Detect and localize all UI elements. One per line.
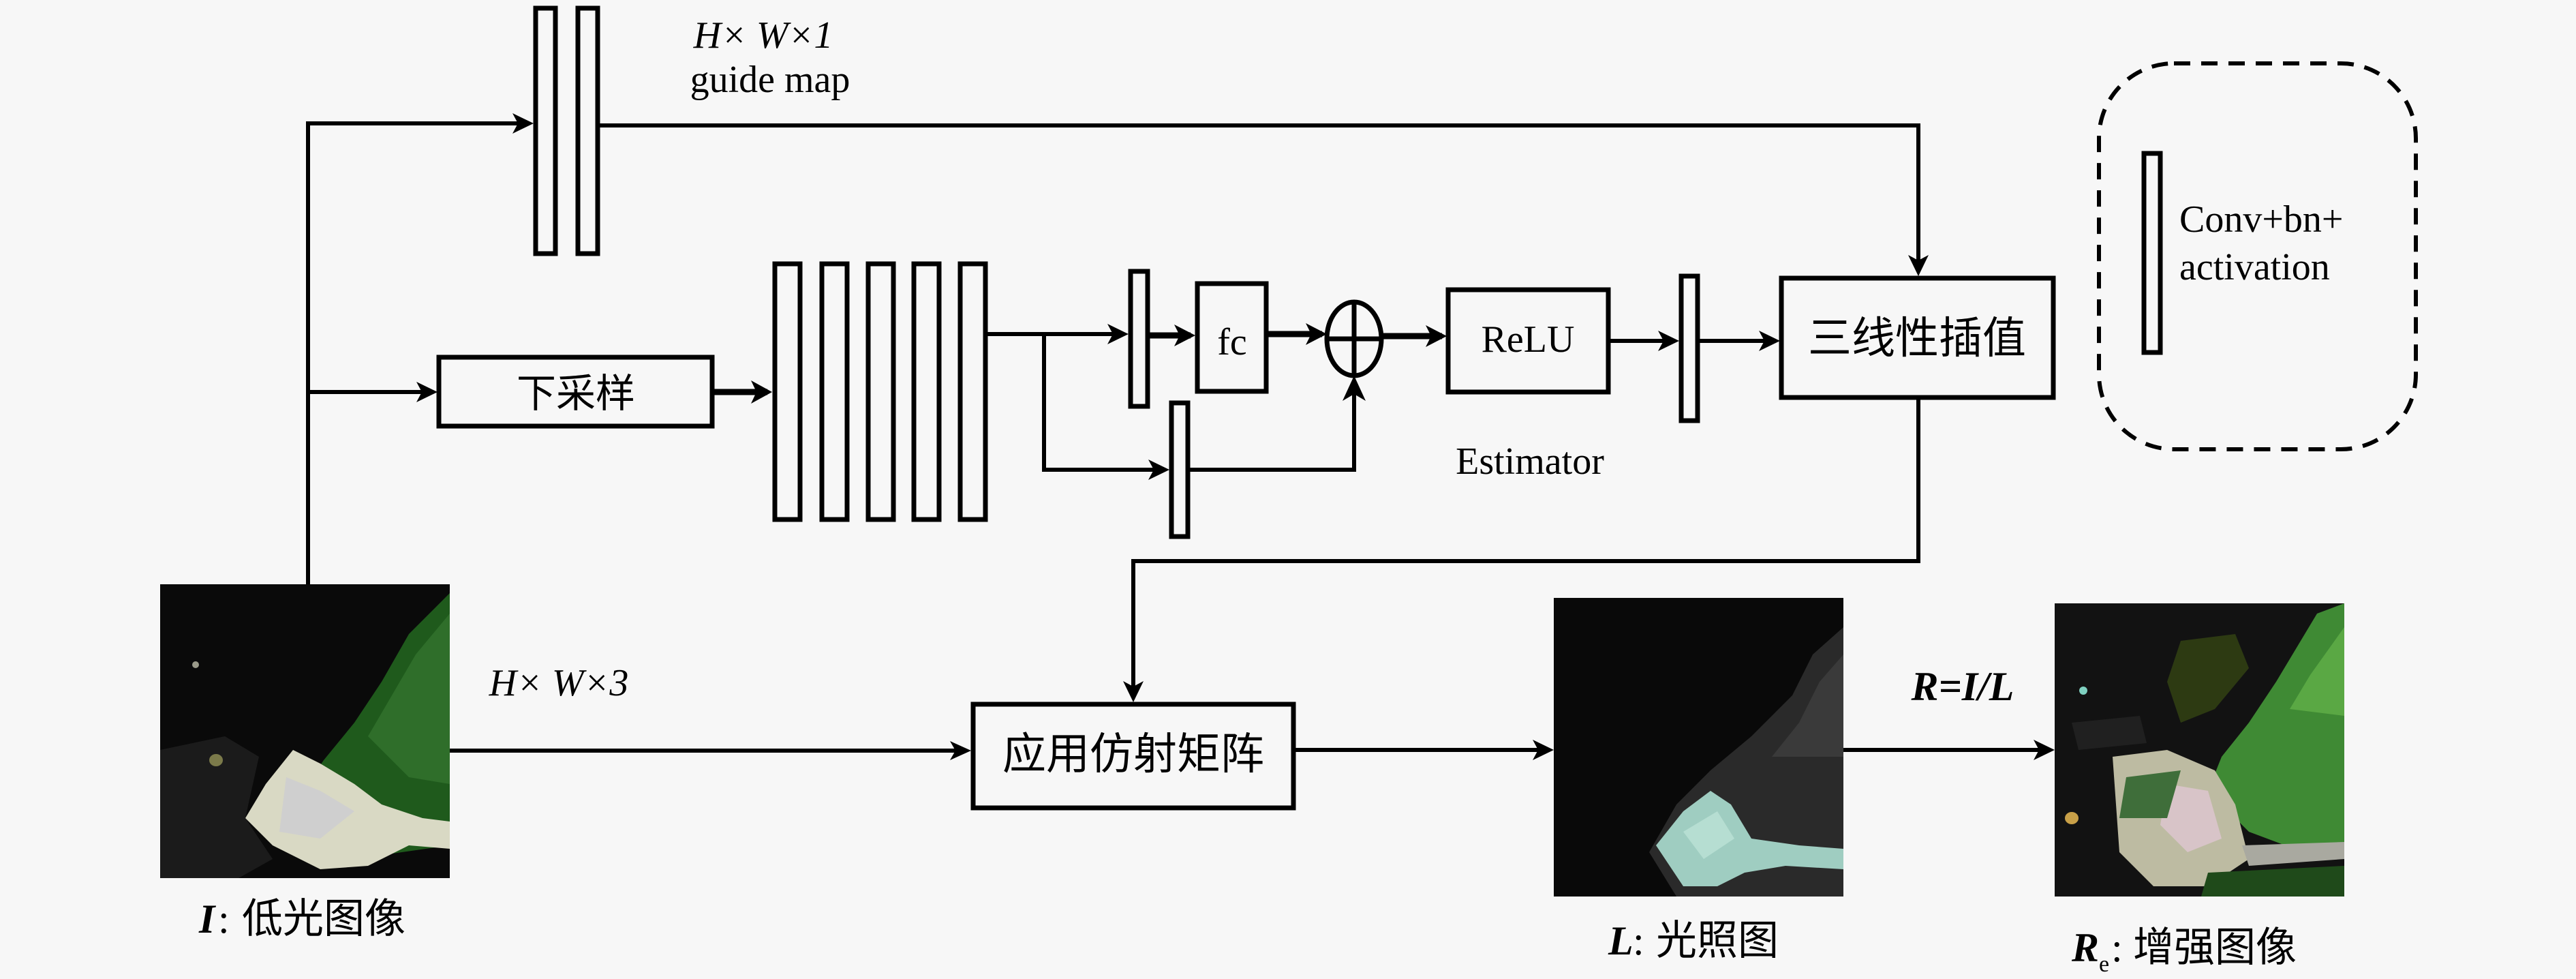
arrowhead-icon: [416, 382, 438, 402]
input-image: [160, 584, 450, 878]
downsample-label: 下采样: [517, 370, 635, 417]
guide-map-label: guide map: [690, 59, 850, 101]
enhanced-image-caption: R e : 增强图像: [2071, 924, 2297, 977]
illumination-image: [1554, 598, 1843, 897]
estimator-output-conv: [1678, 273, 1700, 423]
arrowhead-icon: [1123, 681, 1144, 702]
conv-block: [772, 261, 803, 522]
fc-label: fc: [1217, 321, 1247, 363]
arrowhead-icon: [1908, 255, 1929, 276]
caption-colon: :: [218, 897, 230, 942]
apply-affine-block: 应用仿射矩阵: [970, 702, 1296, 811]
caption-colon: :: [1633, 918, 1644, 963]
legend-dashed-border: [2097, 61, 2418, 451]
conv-block: [957, 261, 988, 522]
local-path-conv: [1128, 269, 1150, 409]
legend-line2: activation: [2179, 246, 2330, 288]
legend-conv-block-icon: [2141, 151, 2163, 355]
conv-block: [911, 261, 942, 522]
trilinear-label: 三线性插值: [1808, 314, 2026, 364]
illumination-caption: 光照图: [1656, 917, 1779, 965]
input-image-caption: I : 低光图像: [198, 895, 405, 943]
enhanced-caption: 增强图像: [2133, 924, 2297, 972]
enhanced-image: [2055, 603, 2344, 897]
guide-to-trilinear-line: [600, 123, 1920, 271]
arrowhead-icon: [1343, 376, 1366, 401]
global-to-sum-line: [1188, 380, 1356, 472]
conv-block: [575, 5, 600, 256]
arrowhead-icon: [2034, 740, 2055, 760]
arrowhead-icon: [1306, 323, 1327, 345]
guide-dims-label: H× W×1: [693, 14, 833, 57]
guide-map-conv-stack: [533, 5, 600, 256]
arrowhead-icon: [1107, 324, 1129, 344]
arrowhead-icon: [751, 380, 772, 404]
input-dims-label: H× W×3: [489, 662, 629, 704]
arrowhead-icon: [1759, 331, 1780, 351]
trilinear-to-affine-line: [1131, 399, 1920, 697]
conv-block: [533, 5, 558, 256]
conv-block: [819, 261, 850, 522]
input-caption: 低光图像: [242, 895, 405, 943]
enhanced-symbol: R: [2071, 925, 2099, 970]
retinex-formula-label: R=I/L: [1911, 664, 2014, 709]
illumination-image-caption: L : 光照图: [1608, 917, 1779, 965]
arrowhead-icon: [1533, 740, 1554, 760]
relu-block: ReLU: [1445, 287, 1611, 395]
enhanced-subscript: e: [2099, 952, 2109, 977]
relu-label: ReLU: [1482, 318, 1575, 361]
fc-block: fc: [1195, 281, 1269, 394]
caption-colon: :: [2111, 925, 2123, 970]
legend: Conv+bn+ activation: [2097, 61, 2418, 451]
arrowhead-icon: [1426, 325, 1447, 347]
arrowhead-icon: [1148, 460, 1169, 480]
feature-conv-stack: [772, 261, 988, 522]
arrowhead-icon: [1658, 331, 1679, 351]
illumination-symbol: L: [1608, 918, 1634, 963]
trilinear-block: 三线性插值: [1779, 275, 2056, 400]
stack-to-global-line: [1042, 334, 1165, 472]
legend-line1: Conv+bn+: [2179, 198, 2344, 241]
arrowhead-icon: [512, 113, 534, 134]
apply-affine-label: 应用仿射矩阵: [1002, 729, 1264, 780]
arrowhead-icon: [1174, 325, 1195, 346]
estimator-label: Estimator: [1456, 440, 1604, 483]
global-path-conv: [1169, 400, 1191, 539]
conv-block: [865, 261, 896, 522]
input-symbol: I: [198, 897, 217, 942]
sum-operator-icon: [1324, 299, 1384, 378]
downsample-block: 下采样: [436, 355, 715, 429]
arrowhead-icon: [950, 741, 971, 760]
input-to-guide-line: [306, 121, 529, 584]
